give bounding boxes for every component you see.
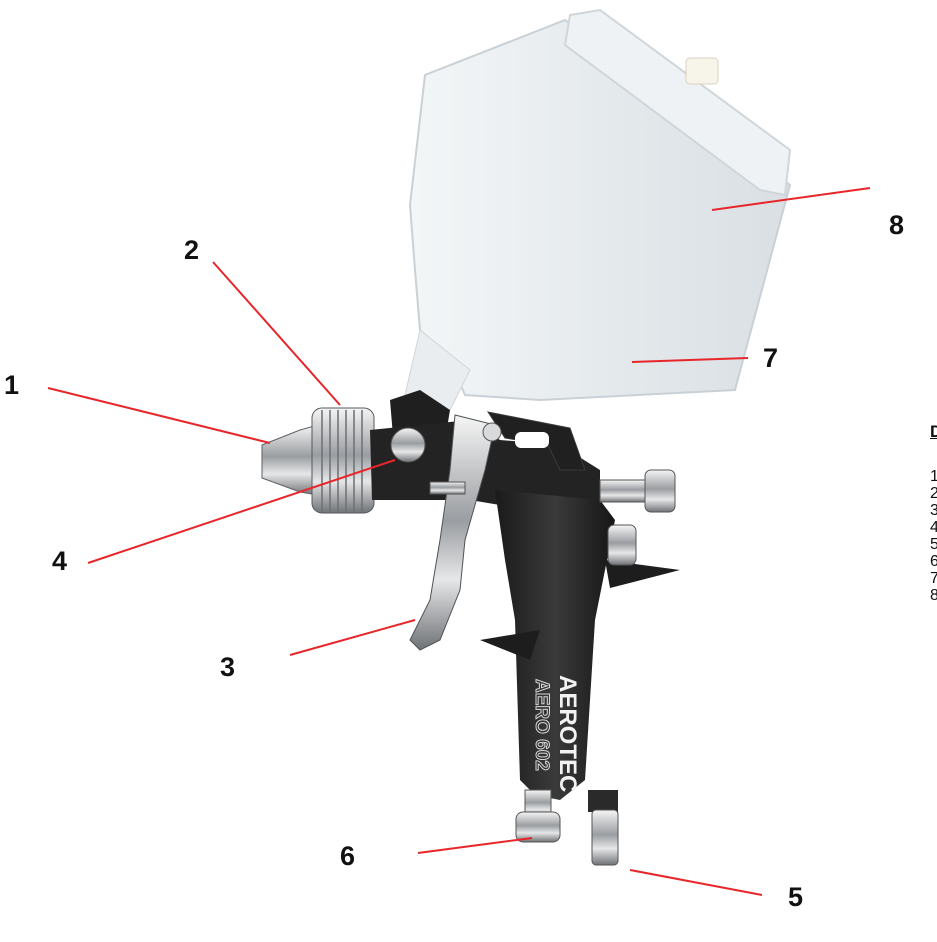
thumb-rest	[605, 560, 680, 588]
legend-item: 8	[930, 587, 937, 604]
trigger	[409, 414, 496, 651]
cup-body	[408, 18, 792, 402]
knurling	[321, 410, 363, 511]
leader-line-3	[289, 619, 416, 656]
gun-handle	[495, 490, 615, 800]
callout-8: 8	[889, 210, 905, 240]
leader-line-6	[417, 837, 533, 854]
legend-item: 7	[930, 570, 937, 587]
legend-item: 1	[930, 468, 937, 485]
pattern-adjust-knob	[607, 524, 637, 566]
brand-logo: AEROTEC	[554, 675, 581, 792]
air-regulator-knob	[515, 789, 561, 843]
legend-item: 3	[930, 502, 937, 519]
callout-3: 3	[220, 652, 236, 682]
parts-legend: D 1 2 3 4 5 6 7 8	[930, 422, 937, 604]
air-valve-ball	[390, 427, 426, 463]
paint-cup	[404, 8, 792, 411]
leader-line-2	[212, 261, 341, 406]
leader-line-4	[87, 459, 396, 564]
legend-title: D	[930, 422, 937, 441]
leader-lines	[47, 187, 871, 896]
callout-1: 1	[4, 370, 20, 400]
leader-line-8	[711, 187, 871, 211]
needle-rod	[429, 481, 466, 495]
cup-lid	[563, 8, 792, 197]
legend-list: 1 2 3 4 5 6 7 8	[930, 468, 937, 604]
trigger-pivot	[482, 422, 502, 442]
legend-item: 2	[930, 485, 937, 502]
air-cap	[261, 424, 319, 496]
callout-2: 2	[184, 235, 200, 265]
cup-vent-cap	[685, 57, 719, 85]
fluid-adjust-knob	[599, 469, 676, 513]
legend-item: 6	[930, 553, 937, 570]
callout-6: 6	[340, 841, 356, 871]
brand-model: AERO 602	[531, 679, 552, 771]
leader-line-1	[47, 387, 271, 444]
leader-line-5	[629, 869, 763, 896]
legend-item: 5	[930, 536, 937, 553]
legend-item: 4	[930, 519, 937, 536]
leader-line-7	[631, 357, 749, 363]
grip-rest	[480, 630, 540, 660]
hook-slot	[515, 432, 549, 448]
air-inlet-fitting	[588, 790, 619, 866]
grip-branding: AEROTEC AERO 602	[531, 675, 582, 792]
callout-4: 4	[52, 546, 68, 576]
callout-7: 7	[763, 343, 779, 373]
air-cap-assembly	[261, 407, 375, 514]
callout-5: 5	[788, 882, 804, 912]
